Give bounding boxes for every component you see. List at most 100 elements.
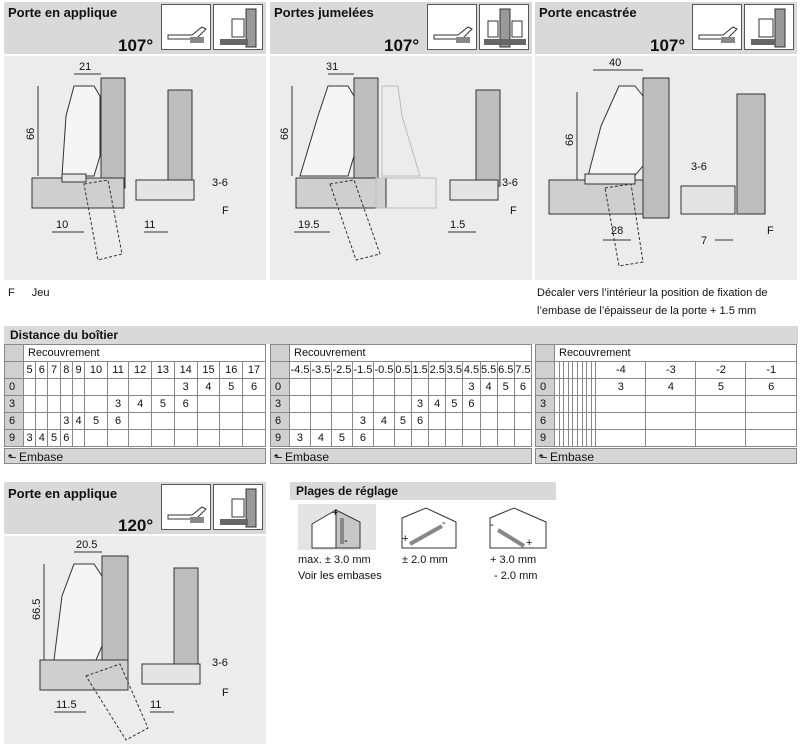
panel-4-drawing: 20.5 66.5 11.5 11 3-6 F: [4, 536, 266, 744]
dim-a: 10: [56, 219, 68, 231]
plages-section-title: Plages de réglage: [290, 482, 556, 500]
panel-1-drawing: 21 66 10 11 3-6 F: [4, 56, 266, 280]
table-cell: [393, 429, 413, 447]
table-cell: 4: [128, 395, 153, 413]
column-header: 7.5: [513, 361, 533, 379]
column-header: -3: [645, 361, 697, 379]
table-cell: 4: [372, 412, 395, 430]
table-cell: [695, 412, 747, 430]
encastree-note-line-1: Décaler vers l’intérieur la position de …: [537, 287, 768, 299]
table-cell: 3: [411, 395, 430, 413]
hinge-thumbnail-icon: [161, 484, 211, 530]
table-cell: [242, 429, 266, 447]
panel-2-angle: 107°: [384, 36, 420, 55]
table-cell: [71, 395, 86, 413]
table-cell: [595, 429, 647, 447]
panel-4-title: Porte en applique: [8, 486, 118, 501]
column-header: 5.5: [479, 361, 498, 379]
corner-arrow-icon: ⬑: [538, 452, 548, 464]
table-cell: [35, 378, 49, 396]
table-cell: 5: [151, 395, 175, 413]
embase-label-bar: ⬑Embase: [270, 448, 532, 464]
row-label: 9: [4, 429, 24, 447]
dim-b: 7: [701, 235, 707, 247]
table-cell: [22, 412, 37, 430]
minus-sign: -: [442, 517, 446, 529]
dim-a: 11.5: [56, 699, 77, 711]
cabinet-thumbnail-icon: [479, 4, 529, 50]
table-cell: [173, 429, 198, 447]
table-cell: [330, 412, 353, 430]
table-cell: [351, 378, 374, 396]
column-header: -1: [745, 361, 797, 379]
panel-3-drawing: 40 66 28 7 3-6 F: [535, 56, 797, 280]
table-cell: 5: [330, 429, 353, 447]
legend-note: F Jeu: [8, 284, 50, 302]
table-cell: [645, 412, 697, 430]
table-cell: [479, 395, 498, 413]
table-cell: [84, 395, 108, 413]
column-header: 6.5: [496, 361, 515, 379]
plage-side-line-2: Voir les embases: [298, 570, 382, 582]
table-cell: [428, 378, 447, 396]
plus-sign: +: [526, 537, 532, 549]
table-cell: 6: [173, 395, 198, 413]
table-cell: 3: [59, 412, 73, 430]
column-header: 4.5: [462, 361, 481, 379]
plage-depth-line-1: ± 2.0 mm: [402, 554, 448, 566]
embase-label: Embase: [550, 450, 595, 464]
table-cell: 3: [22, 429, 37, 447]
column-header: 14: [173, 361, 198, 379]
column-header: 12: [128, 361, 153, 379]
table-cell: 5: [84, 412, 108, 430]
table-cell: [151, 412, 175, 430]
table-cell: [35, 395, 49, 413]
row-label: 6: [535, 412, 555, 430]
table-cell: [351, 395, 374, 413]
table-cell: [595, 395, 647, 413]
column-header: 5: [22, 361, 37, 379]
table-cell: [645, 429, 697, 447]
table-cell: 4: [479, 378, 498, 396]
table-cell: [695, 429, 747, 447]
embase-label-bar: ⬑Embase: [535, 448, 797, 464]
table-cell: [59, 378, 73, 396]
table-cell: [151, 429, 175, 447]
panel-3-title: Porte encastrée: [539, 5, 637, 20]
row-label: 0: [4, 378, 24, 396]
table-cell: [84, 378, 108, 396]
column-header: 9: [71, 361, 86, 379]
table-cell: [22, 395, 37, 413]
table-cell: 4: [71, 412, 86, 430]
table-cell: [445, 429, 464, 447]
table-cell: [128, 429, 153, 447]
row-label: 9: [270, 429, 290, 447]
adjust-depth-icon: + -: [396, 504, 464, 550]
table-cell: [445, 412, 464, 430]
table-cell: 4: [309, 429, 332, 447]
distance-section-title: Distance du boîtier: [4, 326, 798, 344]
table-cell: [330, 378, 353, 396]
table-cell: [445, 378, 464, 396]
dim-b: 1.5: [450, 219, 465, 231]
table-cell: [59, 395, 73, 413]
table-cell: 5: [445, 395, 464, 413]
column-header: 13: [151, 361, 175, 379]
column-header: 0.5: [393, 361, 413, 379]
table-cell: 3: [351, 412, 374, 430]
table-cell: 3: [462, 378, 481, 396]
column-header: 7: [47, 361, 61, 379]
hinge-thumbnail-icon: [161, 4, 211, 50]
table-cell: [372, 395, 395, 413]
table-cell: [496, 429, 515, 447]
row-label: 6: [4, 412, 24, 430]
adjust-side-icon: + -: [298, 504, 376, 550]
table-cell: [289, 412, 311, 430]
dim-f: F: [222, 687, 229, 699]
